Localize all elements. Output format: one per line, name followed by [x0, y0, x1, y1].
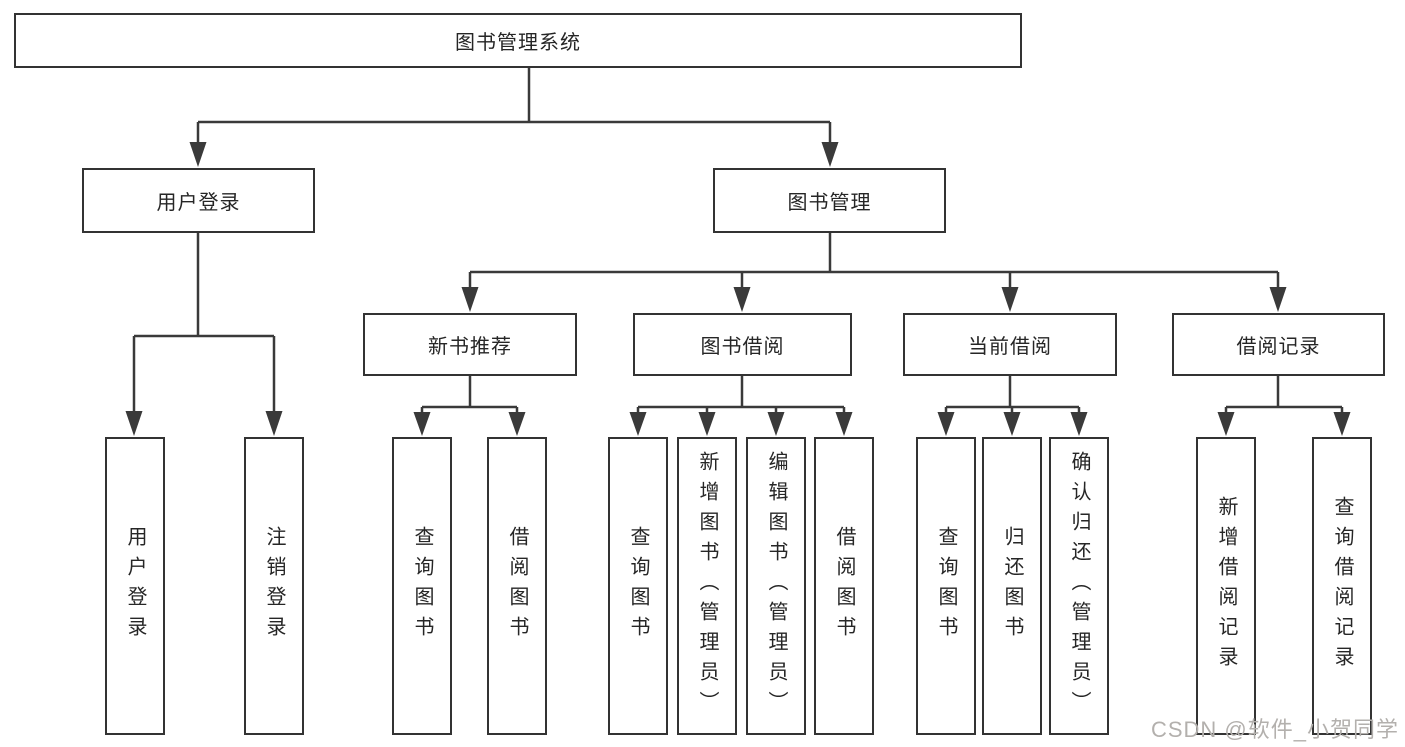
node-label: 图书借阅	[700, 336, 785, 358]
node-label: 借阅图书	[506, 526, 528, 646]
node-label: 注销登录	[263, 526, 285, 646]
node-library-management-system: 图书管理系统	[14, 13, 1022, 68]
node-label: 编辑图书（管理员）	[765, 451, 787, 721]
node-label: 借阅图书	[833, 526, 855, 646]
node-label: 查询借阅记录	[1331, 496, 1353, 676]
leaf-confirm-return-admin: 确认归还（管理员）	[1049, 437, 1109, 735]
node-label: 确认归还（管理员）	[1068, 451, 1090, 721]
leaf-add-borrow-record: 新增借阅记录	[1196, 437, 1256, 735]
node-label: 新增借阅记录	[1215, 496, 1237, 676]
leaf-query-books-recommend: 查询图书	[392, 437, 452, 735]
node-label: 新书推荐	[428, 336, 512, 358]
node-label: 当前借阅	[968, 336, 1052, 358]
leaf-edit-books-admin: 编辑图书（管理员）	[746, 437, 806, 735]
node-label: 图书管理系统	[455, 32, 581, 54]
node-current-borrowing: 当前借阅	[903, 313, 1117, 376]
leaf-logout: 注销登录	[244, 437, 304, 735]
node-new-book-recommendation: 新书推荐	[363, 313, 577, 376]
node-label: 查询图书	[935, 526, 957, 646]
leaf-query-books-borrowing: 查询图书	[608, 437, 668, 735]
node-label: 归还图书	[1001, 526, 1023, 646]
leaf-query-borrow-record: 查询借阅记录	[1312, 437, 1372, 735]
connector-lines	[132, 68, 1344, 416]
node-label: 查询图书	[627, 526, 649, 646]
node-label: 查询图书	[411, 526, 433, 646]
node-book-management-branch: 图书管理	[713, 168, 946, 233]
leaf-borrow-books-recommend: 借阅图书	[487, 437, 547, 735]
leaf-add-books-admin: 新增图书（管理员）	[677, 437, 737, 735]
node-user-login-branch: 用户登录	[82, 168, 315, 233]
node-label: 用户登录	[124, 526, 146, 646]
leaf-query-books-current: 查询图书	[916, 437, 976, 735]
node-label: 图书管理	[787, 192, 872, 214]
leaf-return-books: 归还图书	[982, 437, 1042, 735]
arrowheads	[125, 142, 1351, 436]
node-label: 用户登录	[156, 192, 241, 214]
node-label: 借阅记录	[1236, 336, 1321, 358]
node-borrowing-records: 借阅记录	[1172, 313, 1385, 376]
node-label: 新增图书（管理员）	[696, 451, 718, 721]
leaf-user-login: 用户登录	[105, 437, 165, 735]
csdn-watermark: CSDN @软件_小贺同学	[1150, 717, 1399, 742]
node-book-borrowing: 图书借阅	[633, 313, 852, 376]
leaf-borrow-books: 借阅图书	[814, 437, 874, 735]
